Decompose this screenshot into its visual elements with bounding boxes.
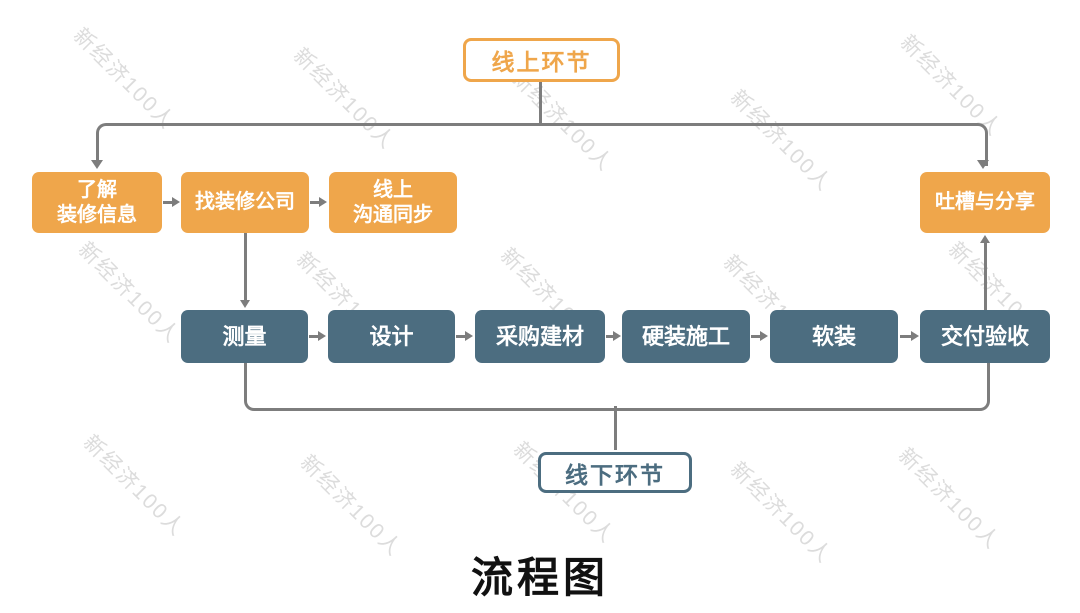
node-design: 设计: [328, 310, 455, 363]
node-purchase-materials: 采购建材: [475, 310, 605, 363]
arrow-right-icon: [751, 331, 768, 341]
node-delivery-acceptance: 交付验收: [920, 310, 1050, 363]
watermark-text: 新经济100人: [78, 430, 190, 542]
arrow-right-icon: [606, 331, 621, 341]
connector-bottom-bracket: [243, 363, 990, 411]
watermark-text: 新经济100人: [68, 23, 180, 135]
connector-top-bracket: [95, 123, 988, 166]
arrow-down-icon: [977, 160, 989, 169]
node-hard-decoration-construction: 硬装施工: [622, 310, 750, 363]
arrow-right-icon: [309, 331, 326, 341]
node-soft-decoration: 软装: [770, 310, 898, 363]
arrow-right-icon: [900, 331, 919, 341]
connector-offline-stem: [613, 406, 617, 450]
node-online-communication-sync: 线上 沟通同步: [329, 172, 457, 233]
node-learn-renovation-info: 了解 装修信息: [32, 172, 162, 233]
arrow-right-icon: [163, 196, 180, 207]
node-find-renovation-company: 找装修公司: [181, 172, 309, 233]
arrow-acceptance-to-share: [979, 235, 990, 310]
arrow-right-icon: [310, 196, 327, 207]
arrow-right-icon: [456, 331, 473, 341]
watermark-text: 新经济100人: [73, 237, 185, 349]
page-title: 流程图: [470, 556, 609, 602]
online-phase-label: 线上环节: [463, 38, 620, 82]
connector-online-stem: [538, 80, 542, 124]
node-measure: 测量: [181, 310, 308, 363]
arrow-down-icon: [91, 160, 103, 169]
node-complain-and-share: 吐槽与分享: [920, 172, 1050, 233]
watermark-text: 新经济100人: [893, 443, 1005, 555]
offline-phase-label: 线下环节: [538, 452, 692, 493]
arrow-find-company-to-measure: [239, 233, 250, 308]
